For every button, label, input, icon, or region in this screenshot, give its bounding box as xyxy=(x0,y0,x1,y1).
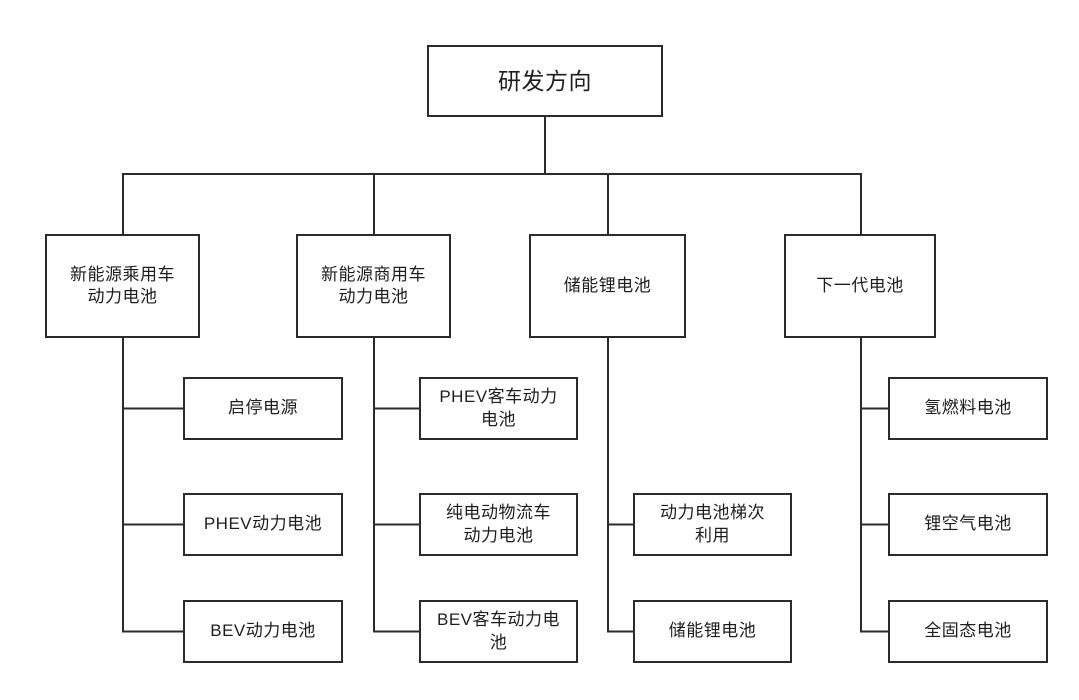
node-branch-4-label: 下一代电池 xyxy=(816,275,904,295)
node-leaf-2-1[interactable]: PHEV客车动力 电池 xyxy=(419,377,578,440)
node-leaf-2-2[interactable]: 纯电动物流车 动力电池 xyxy=(419,493,578,556)
node-branch-3[interactable]: 储能锂电池 xyxy=(529,234,686,338)
node-leaf-1-1[interactable]: 启停电源 xyxy=(183,377,343,440)
node-leaf-3-2[interactable]: 储能锂电池 xyxy=(633,600,792,663)
node-leaf-1-2-label: PHEV动力电池 xyxy=(203,514,323,534)
node-leaf-2-1-label: PHEV客车动力 电池 xyxy=(439,387,558,429)
node-branch-2[interactable]: 新能源商用车 动力电池 xyxy=(296,234,451,338)
node-root[interactable]: 研发方向 xyxy=(427,45,663,117)
node-leaf-4-1-label: 氢燃料电池 xyxy=(924,398,1012,418)
node-branch-1[interactable]: 新能源乘用车 动力电池 xyxy=(45,234,200,338)
node-leaf-3-2-label: 储能锂电池 xyxy=(668,621,757,641)
node-leaf-4-1[interactable]: 氢燃料电池 xyxy=(888,377,1048,440)
node-leaf-1-2[interactable]: PHEV动力电池 xyxy=(183,493,343,556)
node-leaf-1-3[interactable]: BEV动力电池 xyxy=(183,600,343,663)
node-branch-3-label: 储能锂电池 xyxy=(563,275,652,295)
node-branch-4[interactable]: 下一代电池 xyxy=(784,234,936,338)
node-branch-2-label: 新能源商用车 动力电池 xyxy=(321,264,426,306)
node-leaf-3-1-label: 动力电池梯次 利用 xyxy=(660,503,765,545)
node-leaf-4-2[interactable]: 锂空气电池 xyxy=(888,493,1048,556)
node-leaf-2-3[interactable]: BEV客车动力电 池 xyxy=(419,600,578,663)
node-leaf-2-2-label: 纯电动物流车 动力电池 xyxy=(446,503,551,545)
node-root-label: 研发方向 xyxy=(498,67,592,94)
node-leaf-1-1-label: 启停电源 xyxy=(228,398,298,418)
node-leaf-3-1[interactable]: 动力电池梯次 利用 xyxy=(633,493,792,556)
node-leaf-2-3-label: BEV客车动力电 池 xyxy=(436,610,561,652)
node-leaf-1-3-label: BEV动力电池 xyxy=(210,621,316,641)
node-leaf-4-2-label: 锂空气电池 xyxy=(924,514,1012,534)
node-leaf-4-3[interactable]: 全固态电池 xyxy=(888,600,1048,663)
node-leaf-4-3-label: 全固态电池 xyxy=(924,621,1012,641)
node-branch-1-label: 新能源乘用车 动力电池 xyxy=(70,264,175,306)
